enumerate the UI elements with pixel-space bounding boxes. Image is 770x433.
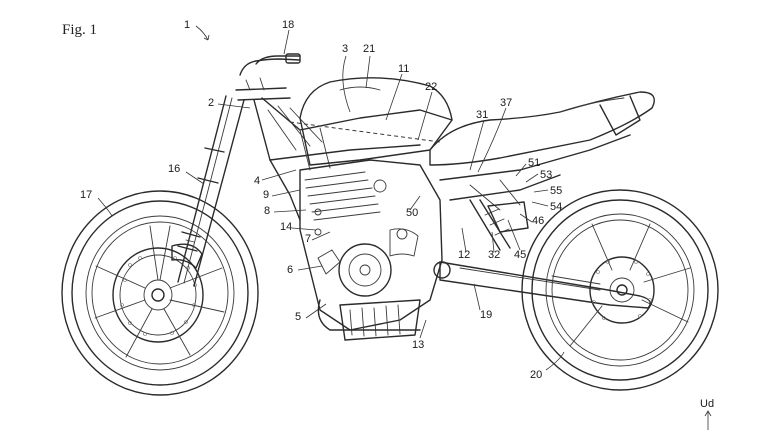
label-32: 32 xyxy=(488,249,501,261)
label-46: 46 xyxy=(532,215,545,227)
leader-lines xyxy=(97,25,712,430)
label-50: 50 xyxy=(406,207,419,219)
label-31: 31 xyxy=(476,109,489,121)
frame xyxy=(253,97,631,221)
label-6: 6 xyxy=(287,264,294,276)
engine xyxy=(299,159,443,341)
label-51: 51 xyxy=(528,157,541,169)
label-4: 4 xyxy=(254,175,261,187)
label-5: 5 xyxy=(295,311,302,323)
figure-title: Fig. 1 xyxy=(62,22,98,38)
label-7: 7 xyxy=(305,233,312,245)
label-18: 18 xyxy=(282,19,295,31)
label-53: 53 xyxy=(540,169,553,181)
label-54: 54 xyxy=(550,201,563,213)
label-3: 3 xyxy=(342,43,349,55)
label-14: 14 xyxy=(280,221,293,233)
fuel-tank xyxy=(289,77,453,166)
rear-wheel xyxy=(521,189,719,391)
label-45: 45 xyxy=(514,249,527,261)
label-12: 12 xyxy=(458,249,471,261)
seat xyxy=(429,91,655,166)
front-fork xyxy=(177,95,245,287)
label-13: 13 xyxy=(412,339,425,351)
label-55: 55 xyxy=(550,185,563,197)
front-wheel xyxy=(61,190,259,396)
label-1: 1 xyxy=(184,19,191,31)
label-2: 2 xyxy=(208,97,215,109)
label-37: 37 xyxy=(500,97,513,109)
label-19: 19 xyxy=(480,309,493,321)
label-20: 20 xyxy=(530,369,543,381)
label-8: 8 xyxy=(264,205,271,217)
label-21: 21 xyxy=(363,43,376,55)
label-9: 9 xyxy=(263,189,270,201)
label-16: 16 xyxy=(168,163,181,175)
direction-label-ud: Ud xyxy=(700,398,715,410)
label-22: 22 xyxy=(425,81,438,93)
label-17: 17 xyxy=(80,189,93,201)
label-11: 11 xyxy=(398,63,410,75)
handlebar xyxy=(235,53,301,101)
